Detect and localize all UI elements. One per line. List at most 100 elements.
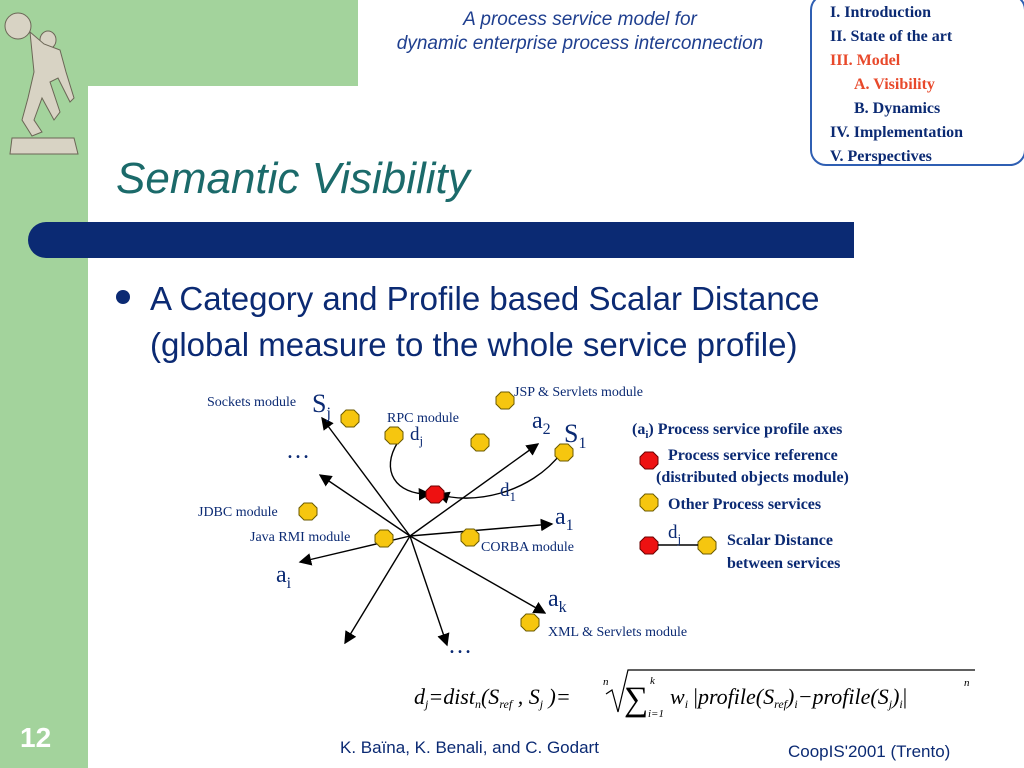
legend-dj-sub: j bbox=[677, 531, 682, 546]
svg-text:ai: ai bbox=[276, 562, 292, 592]
label-d1: d bbox=[500, 480, 510, 501]
svg-text:dj=distn(Sref , Sj )=: dj=distn(Sref , Sj )= bbox=[414, 684, 571, 711]
label-a1: a bbox=[555, 504, 566, 530]
service-node-xml bbox=[520, 613, 540, 632]
formula-power: n bbox=[964, 677, 970, 689]
label-a2: a bbox=[532, 408, 543, 434]
label-dj-sub: j bbox=[419, 433, 424, 448]
bullet-icon bbox=[116, 290, 130, 304]
svg-text:a1: a1 bbox=[555, 504, 574, 534]
label-ai-sub: i bbox=[287, 575, 292, 592]
header-title-line1: A process service model for bbox=[463, 9, 697, 30]
label-rpc-module: RPC module bbox=[387, 411, 459, 426]
label-a2-sub: 2 bbox=[543, 421, 551, 438]
service-node-jdbc bbox=[298, 502, 318, 521]
svg-text:dj: dj bbox=[668, 522, 681, 546]
formula-minus-profile: −profile bbox=[798, 684, 871, 709]
label-d1-sub: 1 bbox=[510, 489, 517, 504]
top-decorative-band bbox=[88, 0, 358, 86]
label-ellipsis-bottom: … bbox=[448, 633, 472, 659]
formula-w: w bbox=[670, 684, 685, 709]
outline-item-perspectives[interactable]: V. Perspectives bbox=[830, 148, 932, 165]
formula-root-sign bbox=[605, 669, 975, 713]
service-node-jsp bbox=[495, 391, 515, 410]
formula-sum-lower: i=1 bbox=[648, 708, 664, 720]
outline-item-dynamics[interactable]: B. Dynamics bbox=[854, 100, 941, 117]
legend-scalar-line2: between services bbox=[727, 555, 840, 572]
outline-item-introduction[interactable]: I. Introduction bbox=[830, 4, 932, 21]
outline-item-state-of-art[interactable]: II. State of the art bbox=[830, 28, 953, 45]
label-java-rmi-module: Java RMI module bbox=[250, 530, 350, 545]
formula-profile-s: (S bbox=[756, 684, 774, 709]
legend-reference-line2: (distributed objects module) bbox=[656, 469, 849, 486]
outline-item-visibility[interactable]: A. Visibility bbox=[854, 76, 935, 93]
formula-profile-close: ) bbox=[785, 684, 794, 709]
legend-other-services: Other Process services bbox=[668, 496, 821, 513]
service-node-java-rmi bbox=[374, 529, 394, 548]
svg-text:ak: ak bbox=[548, 586, 567, 616]
service-node-rpc-right bbox=[470, 433, 490, 452]
service-node-corba bbox=[460, 528, 480, 547]
axis-to-ak bbox=[409, 535, 547, 614]
formula-comma: , S bbox=[512, 684, 540, 709]
distance-arc-dj bbox=[389, 441, 432, 501]
service-node-s1 bbox=[554, 443, 574, 462]
svg-text:Sj: Sj bbox=[312, 389, 331, 422]
svg-text:d1: d1 bbox=[500, 480, 516, 504]
label-xml-module: XML & Servlets module bbox=[548, 625, 687, 640]
reference-service-node bbox=[425, 485, 445, 504]
legend-scalar-line1: Scalar Distance bbox=[727, 532, 833, 549]
legend-axes-sub: i bbox=[645, 429, 648, 441]
legend-dj: d bbox=[668, 522, 678, 543]
label-jsp-module: JSP & Servlets module bbox=[514, 385, 643, 400]
formula-sum-upper: k bbox=[650, 675, 656, 687]
axis-to-a1 bbox=[409, 518, 554, 537]
discobolus-statue-image bbox=[4, 12, 79, 155]
label-jdbc-module: JDBC module bbox=[198, 505, 278, 520]
axis-to-ellipsis bbox=[318, 474, 411, 537]
legend-other-service-icon bbox=[639, 493, 659, 512]
formula-ref: ref bbox=[499, 697, 514, 711]
left-decorative-bar bbox=[0, 0, 88, 768]
label-sj-sub: j bbox=[325, 405, 330, 422]
axis-to-sj bbox=[321, 416, 411, 537]
distance-arc-d1 bbox=[436, 451, 563, 504]
label-a1-sub: 1 bbox=[566, 517, 574, 534]
legend-reference-line1: Process service reference bbox=[668, 447, 838, 464]
footer-conference: CoopIS'2001 (Trento) bbox=[788, 742, 951, 761]
axis-to-bottom bbox=[409, 535, 450, 647]
formula-args: (S bbox=[481, 684, 499, 709]
slide-title: Semantic Visibility bbox=[116, 154, 470, 203]
bullet-line2: (global measure to the whole service pro… bbox=[150, 326, 798, 363]
formula-j: j bbox=[538, 697, 544, 711]
formula-n-sub: n bbox=[475, 697, 481, 711]
outline-box: I. Introduction II. State of the art III… bbox=[810, 0, 1024, 166]
label-corba-module: CORBA module bbox=[481, 540, 574, 555]
presentation-header: A process service model for dynamic ente… bbox=[360, 8, 800, 56]
formula-root-index: n bbox=[603, 676, 609, 688]
bullet-text: A Category and Profile based Scalar Dist… bbox=[150, 276, 1010, 368]
formula-profile: profile bbox=[696, 684, 756, 709]
svg-text:a2: a2 bbox=[532, 408, 551, 438]
formula-profile-j: j bbox=[887, 697, 893, 711]
label-ak-sub: k bbox=[559, 599, 567, 616]
label-ak: a bbox=[548, 586, 559, 612]
label-dj: d bbox=[410, 424, 420, 445]
formula-dist: =dist bbox=[428, 684, 476, 709]
svg-text:dj: dj bbox=[410, 424, 423, 448]
outline-item-implementation[interactable]: IV. Implementation bbox=[830, 124, 964, 141]
legend-axes-text: ) Process service profile axes bbox=[648, 421, 842, 438]
legend-scalar-source-icon bbox=[639, 536, 659, 555]
label-s1-sub: 1 bbox=[578, 435, 586, 452]
service-node-rpc bbox=[384, 426, 404, 445]
svg-text:(ai) Process service profile a: (ai) Process service profile axes bbox=[632, 421, 842, 441]
formula-w-sub: i bbox=[685, 697, 688, 711]
label-ellipsis-top: … bbox=[286, 438, 310, 464]
outline-item-model[interactable]: III. Model bbox=[830, 52, 901, 69]
service-node-sockets bbox=[340, 409, 360, 428]
formula-profile-ref: ref bbox=[774, 697, 789, 711]
footer-authors: K. Baïna, K. Benali, and C. Godart bbox=[340, 738, 599, 757]
formula-sum-sign: ∑ bbox=[624, 681, 648, 718]
bullet-line1: A Category and Profile based Scalar Dist… bbox=[150, 280, 820, 317]
